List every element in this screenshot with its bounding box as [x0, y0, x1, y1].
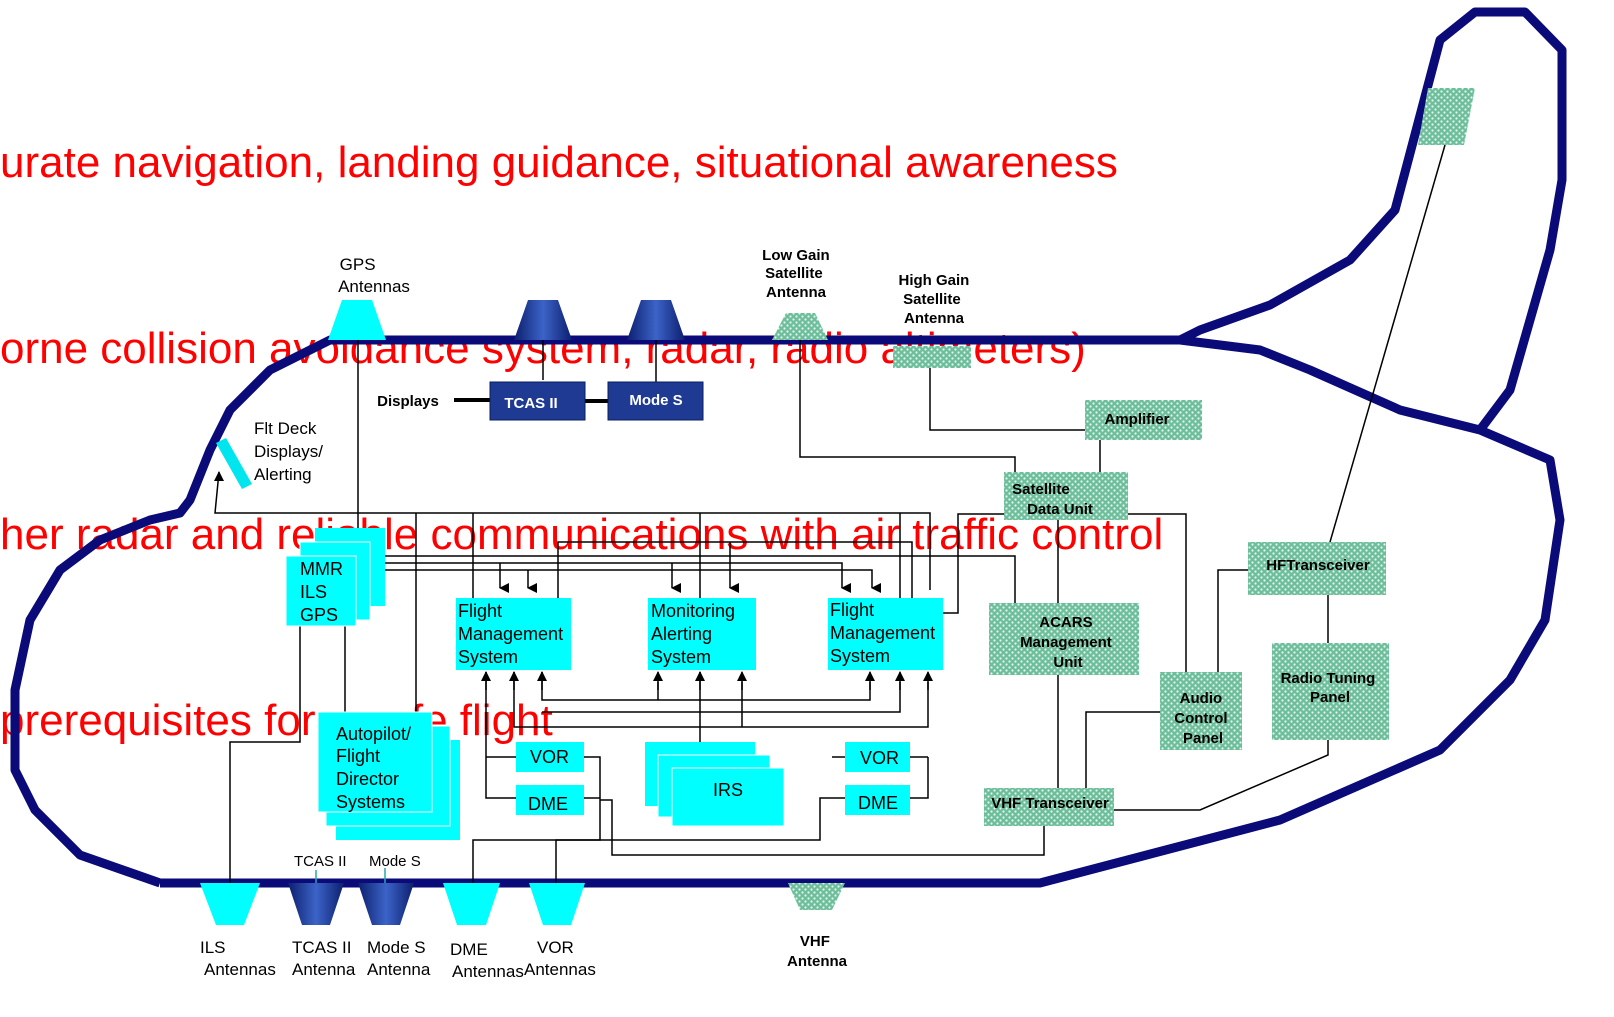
- sdu-label: Satellite Data Unit: [1012, 481, 1093, 518]
- hf-antenna-icon: [1418, 88, 1475, 145]
- hf-label: HFTransceiver: [1266, 557, 1370, 574]
- dme-left-box: [516, 785, 584, 815]
- fms-right-label: Flight Management System: [830, 600, 940, 666]
- vor-left-box: [516, 742, 584, 772]
- vhf-transceiver-box: [984, 788, 1114, 826]
- ils-antenna-icon: [200, 883, 260, 925]
- fuselage-outline: [10, 7, 1567, 888]
- fms-left-box: [456, 598, 571, 670]
- acars-label: ACARS Management Unit: [1020, 614, 1116, 671]
- modes-box-label: Mode S: [629, 392, 682, 409]
- dme-left-label: DME: [528, 794, 568, 814]
- mmr-stack: [285, 528, 385, 627]
- fms-left-label: Flight Management System: [458, 601, 568, 667]
- high-gain-label: High Gain Satellite Antenna: [898, 272, 973, 327]
- tcas-bottom-antenna-icon: [288, 883, 344, 925]
- vor-right-label: VOR: [860, 748, 899, 768]
- amplifier-label: Amplifier: [1104, 411, 1169, 428]
- radio-tuning-box: [1272, 643, 1389, 740]
- audio-control-box: [1160, 672, 1242, 750]
- displays-label: Displays: [377, 393, 439, 410]
- tcas-top-antenna-icon: [514, 300, 572, 340]
- irs-label: IRS: [713, 780, 743, 800]
- tcas-box: [489, 381, 586, 421]
- radio-tuning-label: Radio Tuning Panel: [1281, 670, 1380, 706]
- gps-antenna-icon: [328, 300, 386, 340]
- dme-antennas-label: DME Antennas: [450, 940, 524, 981]
- gps-antennas-label: GPS Antennas: [338, 255, 410, 296]
- tcas-bottom-top-label: TCAS II: [294, 853, 347, 870]
- modes-box: [607, 381, 704, 421]
- headline-line-1: urate navigation, landing guidance, situ…: [0, 138, 1118, 187]
- monitoring-box: [648, 598, 756, 670]
- vhf-antenna-label: VHF Antenna: [787, 933, 848, 970]
- hf-transceiver-box: [1248, 542, 1386, 595]
- dme-antenna-icon: [443, 883, 500, 925]
- dme-right-label: DME: [858, 793, 898, 813]
- amplifier-box: [1085, 400, 1202, 440]
- modes-bottom-antenna-icon: [358, 883, 414, 925]
- tcas-box-label: TCAS II: [504, 395, 557, 412]
- low-gain-antenna-icon: [772, 313, 828, 340]
- dme-right-box: [845, 785, 910, 815]
- tcas-antenna-label: TCAS II Antenna: [292, 938, 356, 979]
- vhf-transceiver-label: VHF Transceiver: [991, 795, 1109, 812]
- irs-stack: [645, 742, 785, 827]
- autopilot-label: Autopilot/ Flight Director Systems: [336, 724, 416, 812]
- low-gain-label: Low Gain Satellite Antenna: [762, 247, 834, 301]
- monitoring-label: Monitoring Alerting System: [651, 601, 740, 667]
- vor-right-box: [845, 742, 910, 772]
- audio-control-label: Audio Control Panel: [1174, 690, 1232, 747]
- modes-top-antenna-icon: [627, 300, 685, 340]
- connection-wires: [214, 144, 1446, 885]
- fms-right-box: [828, 598, 943, 670]
- sdu-box: [1004, 472, 1128, 520]
- ils-antennas-label: ILS Antennas: [200, 938, 276, 979]
- flt-deck-display-icon: [216, 438, 252, 489]
- high-gain-antenna-icon: [893, 346, 971, 368]
- modes-antenna-label: Mode S Antenna: [367, 938, 431, 979]
- acars-box: [989, 603, 1139, 675]
- autopilot-stack: [317, 711, 460, 840]
- vor-left-label: VOR: [530, 747, 569, 767]
- vor-antenna-icon: [529, 883, 585, 925]
- flt-deck-label: Flt Deck Displays/ Alerting: [254, 419, 328, 484]
- modes-bottom-top-label: Mode S: [369, 853, 421, 870]
- vhf-antenna-icon: [788, 883, 845, 910]
- mmr-label: MMR ILS GPS: [300, 559, 348, 625]
- vor-antennas-label: VOR Antennas: [524, 938, 596, 979]
